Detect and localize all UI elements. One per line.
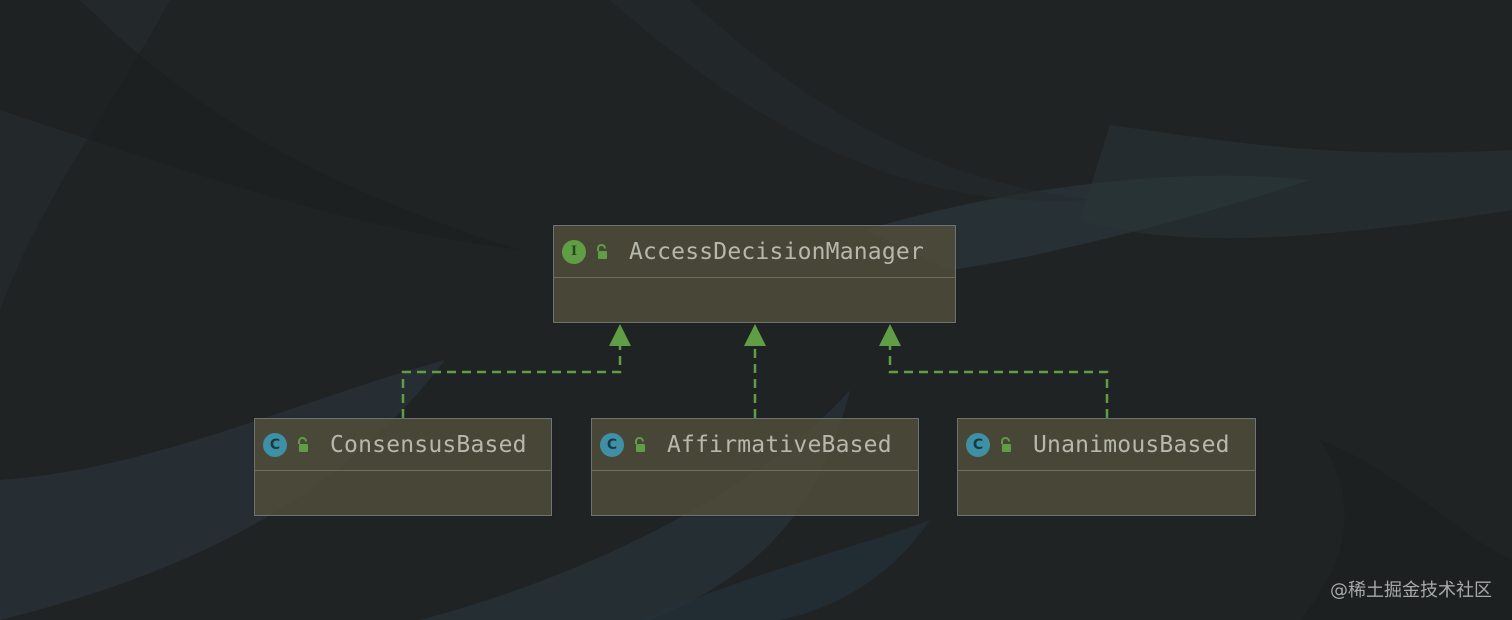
affirmative-based-node[interactable]: C AffirmativeBased [591, 418, 919, 516]
class-icon: C [600, 432, 624, 457]
unlocked-lock-icon [597, 243, 607, 259]
node-name: AffirmativeBased [667, 431, 892, 458]
arrow-head-affirmative [744, 324, 766, 346]
edge-consensus-to-manager [401, 345, 622, 418]
node-header: I AccessDecisionManager [554, 226, 955, 278]
class-icon: C [966, 432, 990, 457]
node-body [592, 471, 918, 513]
interface-icon: I [562, 239, 586, 264]
node-name: ConsensusBased [330, 431, 527, 458]
node-name: UnanimousBased [1033, 431, 1230, 458]
arrow-head-unanimous [879, 324, 901, 346]
node-header: C ConsensusBased [255, 419, 551, 471]
watermark-text: @稀土掘金技术社区 [1330, 580, 1492, 601]
unanimous-based-node[interactable]: C UnanimousBased [957, 418, 1256, 516]
node-body [958, 471, 1255, 513]
edge-unanimous-to-manager [888, 345, 1109, 418]
unlocked-lock-icon [298, 436, 308, 452]
class-icon: C [263, 432, 287, 457]
arrow-head-consensus [609, 324, 631, 346]
node-name: AccessDecisionManager [629, 238, 924, 265]
node-body [554, 278, 955, 320]
node-header: C UnanimousBased [958, 419, 1255, 471]
unlocked-lock-icon [1001, 436, 1011, 452]
unlocked-lock-icon [635, 436, 645, 452]
consensus-based-node[interactable]: C ConsensusBased [254, 418, 552, 516]
node-header: C AffirmativeBased [592, 419, 918, 471]
access-decision-manager-node[interactable]: I AccessDecisionManager [553, 225, 956, 323]
node-body [255, 471, 551, 513]
